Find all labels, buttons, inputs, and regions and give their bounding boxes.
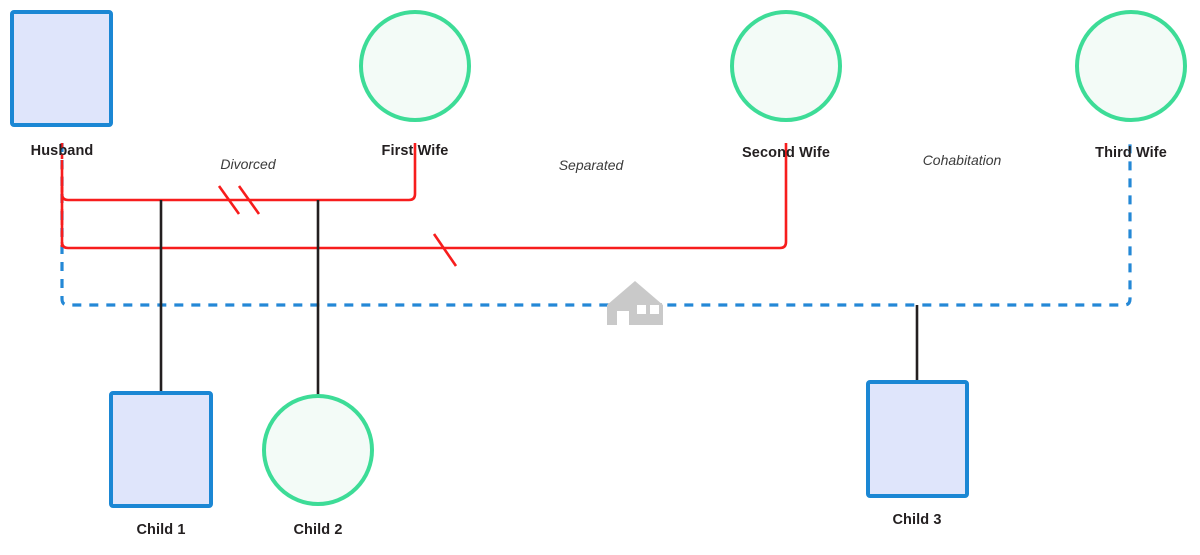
relationship-label-separated: Separated: [558, 157, 624, 173]
person-label-child-1: Child 1: [136, 522, 186, 538]
separated-slash-marker: [432, 233, 458, 267]
relationship-label-divorced: Divorced: [220, 156, 276, 172]
house-icon: [607, 281, 663, 325]
person-label-third-wife: Third Wife: [1095, 145, 1167, 161]
person-shape-first-wife[interactable]: [359, 10, 471, 122]
person-label-second-wife: Second Wife: [742, 145, 830, 161]
person-shape-child-1[interactable]: [109, 391, 213, 508]
person-shape-child-2[interactable]: [262, 394, 374, 506]
relationship-line-divorced[interactable]: [60, 143, 417, 215]
person-label-child-3: Child 3: [892, 512, 942, 528]
divorced-slash-marker-2: [237, 185, 261, 215]
person-shape-child-3[interactable]: [866, 380, 969, 498]
relationship-label-cohabitation: Cohabitation: [922, 152, 1002, 168]
relationship-line-cohabitation[interactable]: [60, 143, 1132, 307]
cohabitation-dashed-path: [60, 143, 1132, 307]
person-shape-third-wife[interactable]: [1075, 10, 1187, 122]
person-shape-second-wife[interactable]: [730, 10, 842, 122]
person-shape-husband[interactable]: [10, 10, 113, 127]
divorced-path: [60, 143, 417, 202]
relationship-line-separated[interactable]: [60, 143, 788, 267]
divorced-slash-marker-1: [217, 185, 241, 215]
person-label-child-2: Child 2: [293, 522, 343, 538]
person-label-first-wife: First Wife: [381, 143, 449, 159]
person-label-husband: Husband: [30, 143, 94, 159]
